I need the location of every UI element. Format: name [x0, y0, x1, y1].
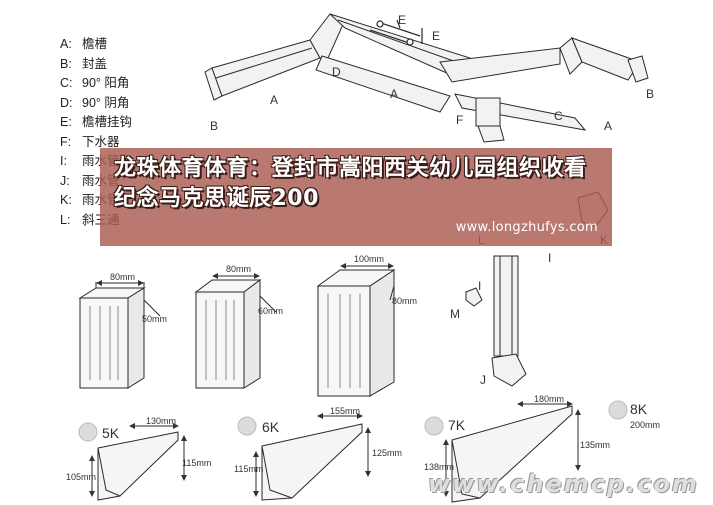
size-badge-icon [237, 416, 257, 436]
dimension-label: 80mm [392, 296, 417, 306]
dimension-label: 155mm [330, 406, 360, 416]
bracket-m [465, 287, 483, 307]
dimension-label: 115mm [234, 464, 263, 474]
dimension-label: 115mm [182, 458, 211, 468]
dimension-label: 80mm [226, 264, 251, 274]
gutter-section-left [211, 39, 321, 97]
dimension-label: 135mm [580, 440, 610, 450]
part-letter: F [456, 113, 463, 127]
downpipe-profile-80x60 [194, 273, 277, 389]
part-letter: I [548, 251, 551, 265]
part-letter: A [390, 87, 398, 101]
outlet-assembly [475, 97, 505, 143]
end-cap-right [627, 55, 649, 83]
dimension-label: 100mm [354, 254, 384, 264]
part-letter: J [480, 373, 486, 387]
legend-item: E:檐槽挂钩 [60, 115, 133, 129]
gutter-section-right-upper [439, 47, 561, 83]
part-letter: E [398, 13, 406, 27]
gutter-section-right-lower [454, 93, 587, 131]
gutter-section-middle [315, 55, 451, 113]
gutter-hangers [369, 19, 423, 46]
gutter-size-name: 8K [630, 401, 648, 417]
downpipe-section [493, 255, 519, 357]
size-badge-icon [78, 422, 98, 442]
dimension-label: 60mm [258, 306, 283, 316]
part-letter: E [432, 29, 440, 43]
dimension-label: 50mm [142, 314, 167, 324]
gutter-size-name: 5K [102, 425, 120, 441]
gutter-profile-6k [237, 413, 371, 501]
size-badge-icon [424, 416, 444, 436]
gutter-size-name: 7K [448, 417, 466, 433]
watermark: www.chemcp.com [428, 470, 699, 498]
downpipe-profile-80x50 [78, 280, 161, 389]
dimension-label: 138mm [424, 462, 454, 472]
legend-item: A:檐槽 [60, 37, 108, 51]
part-letter: B [210, 119, 218, 133]
banner-url: www.longzhufys.com [455, 220, 598, 235]
hanger [377, 21, 421, 37]
gutter-profile-5k [78, 422, 187, 501]
elbow-j [491, 353, 527, 387]
dimension-label: 130mm [146, 416, 176, 426]
dimension-label: 180mm [534, 394, 564, 404]
gutter-section-far-right [571, 37, 641, 81]
dimension-label: 200mm [630, 420, 660, 430]
dimension-label: 105mm [66, 472, 96, 482]
downpipe-dimensions: 80mm 50mm 80mm 60mm 100mm 80mm [110, 254, 417, 324]
downpipe-profiles [78, 263, 396, 397]
part-letter: A [270, 93, 278, 107]
gutter-assembly [204, 13, 649, 131]
gutter-profile-7k [424, 401, 581, 503]
part-letter: M [450, 307, 460, 321]
legend-item: D:90° 阴角 [60, 95, 130, 110]
banner-title: 龙珠体育体育：登封市嵩阳西关幼儿园组织收看纪念马克思诞辰200 [114, 156, 587, 211]
overlay-banner: 龙珠体育体育：登封市嵩阳西关幼儿园组织收看纪念马克思诞辰200 www.long… [100, 148, 612, 246]
hanger [369, 29, 413, 45]
downpipe-profile-100x80 [316, 263, 396, 397]
part-letter: B [646, 87, 654, 101]
part-letter: D [332, 65, 341, 79]
part-letter: I [478, 279, 481, 293]
gutter-dimensions: 5K 130mm 115mm 105mm 6K 155mm 125mm 115m… [66, 394, 660, 482]
legend-item: F:下水器 [60, 134, 120, 149]
part-letter: C [554, 109, 563, 123]
gutter-size-name: 6K [262, 419, 280, 435]
legend-item: B:封盖 [60, 56, 108, 71]
dimension-label: 125mm [372, 448, 402, 458]
legend-item: C:90° 阳角 [60, 76, 130, 90]
size-badge-icon [608, 400, 628, 420]
dimension-label: 80mm [110, 272, 135, 282]
outlet [475, 97, 501, 127]
gutter-profile-8k [608, 400, 628, 420]
part-letter: A [604, 119, 612, 133]
gutter-profiles [78, 400, 628, 503]
inner-corner [309, 13, 346, 59]
